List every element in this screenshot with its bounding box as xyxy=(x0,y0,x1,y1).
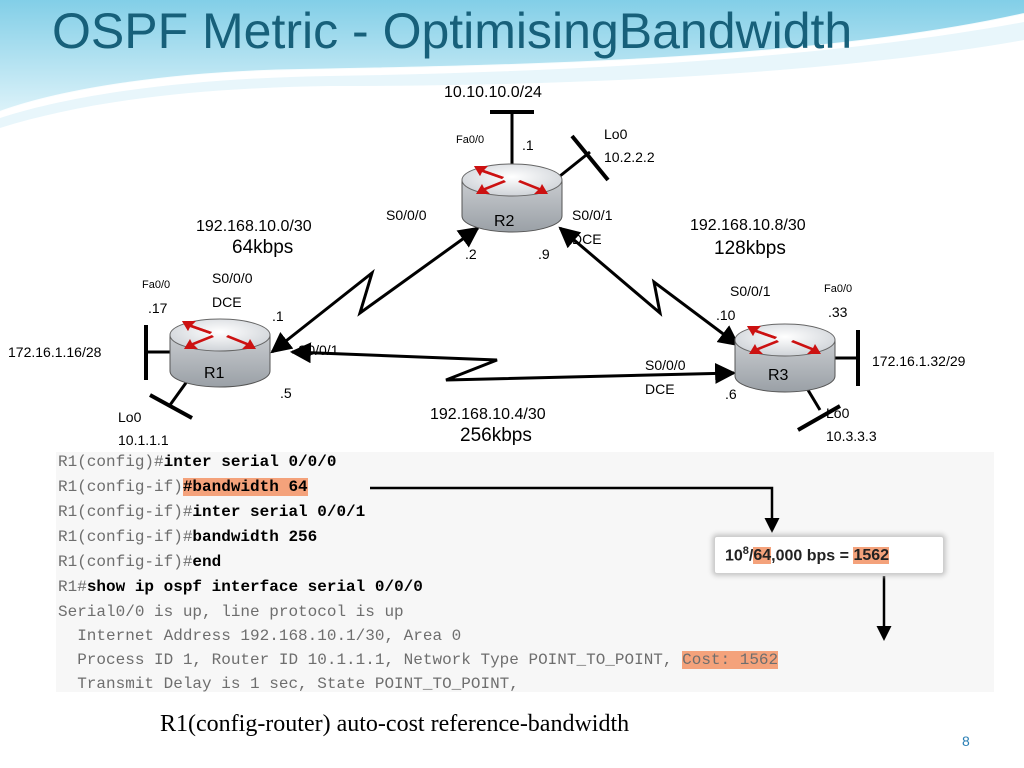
cli-line-2: R1(config-if)#bandwidth 64 xyxy=(58,477,308,497)
calc-slash: / xyxy=(748,547,754,565)
link-r2-r3-network: 192.168.10.8/30 xyxy=(690,217,806,234)
calc-result-highlight: 1562 xyxy=(853,547,890,565)
r1-lo-name: Lo0 xyxy=(118,409,142,425)
r2-s001: S0/0/1 xyxy=(572,207,613,223)
r1-s001: S0/0/1 xyxy=(298,342,339,358)
r1-lan-label: 172.16.1.16/28 xyxy=(8,344,102,360)
cli-line-10: Transmit Delay is 1 sec, State POINT_TO_… xyxy=(58,675,519,693)
r3-dce: DCE xyxy=(645,381,675,397)
link-r2-r3 xyxy=(558,226,740,347)
r1-loopback-stub xyxy=(149,379,193,420)
r1-name: R1 xyxy=(204,365,225,382)
router-r3 xyxy=(734,323,836,393)
header-wave xyxy=(0,0,1024,112)
link-r1-r3-bandwidth: 256kbps xyxy=(460,425,532,446)
r1-lo-ip: 10.1.1.1 xyxy=(118,432,169,448)
link-r1-r2-bandwidth: 64kbps xyxy=(232,237,293,258)
link-r1-r3-network: 192.168.10.4/30 xyxy=(430,406,546,423)
r3-ip-to-r1: .6 xyxy=(725,386,737,402)
calc-base: 10 xyxy=(725,547,743,565)
r3-lo-name: Lo0 xyxy=(826,405,850,421)
cli-line-6: R1#show ip ospf interface serial 0/0/0 xyxy=(58,577,423,597)
cli-command: inter serial 0/0/1 xyxy=(192,503,366,521)
r3-ip-to-r2: .10 xyxy=(716,307,736,323)
r2-name: R2 xyxy=(494,213,515,230)
cli-line-8: Internet Address 192.168.10.1/30, Area 0 xyxy=(58,627,462,645)
r2-ip-to-r3: .9 xyxy=(538,246,550,262)
cli-line-1: R1(config)#inter serial 0/0/0 xyxy=(58,452,336,472)
cli-line-4: R1(config-if)#bandwidth 256 xyxy=(58,527,317,547)
cli-output-text: Process ID 1, Router ID 10.1.1.1, Networ… xyxy=(58,651,683,669)
cli-command: bandwidth 256 xyxy=(192,528,318,546)
cost-calculation-box: 108/64,000 bps = 1562 xyxy=(714,536,944,574)
r2-dce: DCE xyxy=(572,231,602,247)
cli-bandwidth-command-highlight: #bandwidth 64 xyxy=(182,478,308,496)
r3-name: R3 xyxy=(768,367,789,384)
header-wave-light xyxy=(0,22,1024,128)
r2-lan-label: 10.10.10.0/24 xyxy=(444,84,542,101)
page-number: 8 xyxy=(962,733,970,749)
r3-s001: S0/0/1 xyxy=(730,283,771,299)
cli-line-5: R1(config-if)#end xyxy=(58,552,221,572)
cli-command: inter serial 0/0/0 xyxy=(163,453,337,471)
link-r1-r2-network: 192.168.10.0/30 xyxy=(196,218,312,235)
cli-cost-highlight: Cost: 1562 xyxy=(682,651,779,669)
r3-lan-label: 172.16.1.32/29 xyxy=(872,353,966,369)
cli-prompt: R1(config)# xyxy=(58,453,164,471)
r3-fa-ip: .33 xyxy=(828,304,848,320)
r1-ip-to-r2: .1 xyxy=(272,308,284,324)
link-r1-r2 xyxy=(270,226,480,354)
link-r2-r3-bandwidth: 128kbps xyxy=(714,238,786,259)
cost-calculation-formula: 108/64,000 bps = 1562 xyxy=(725,545,890,565)
r3-lo-ip: 10.3.3.3 xyxy=(826,428,877,444)
cli-command: end xyxy=(192,553,222,571)
r3-fa-port: Fa0/0 xyxy=(824,283,852,295)
r2-fa-port: Fa0/0 xyxy=(456,134,484,146)
cli-prompt: R1(config-if)# xyxy=(58,503,193,521)
cli-prompt: R1# xyxy=(58,578,87,596)
cli-prompt: R1(config-if) xyxy=(58,478,183,496)
cli-prompt: R1(config-if)# xyxy=(58,528,193,546)
r1-fa-ip: .17 xyxy=(148,300,168,316)
r1-ip-to-r3: .5 xyxy=(280,385,292,401)
r3-s000: S0/0/0 xyxy=(645,357,686,373)
r3-lan-stub xyxy=(832,330,860,386)
router-r1 xyxy=(169,318,271,388)
r2-ip-to-r1: .2 xyxy=(465,246,477,262)
cli-line-7: Serial0/0 is up, line protocol is up xyxy=(58,603,404,621)
r2-loopback-stub xyxy=(554,134,610,182)
r1-s000: S0/0/0 xyxy=(212,270,253,286)
r2-lan-stub xyxy=(490,110,534,165)
cli-line-9: Process ID 1, Router ID 10.1.1.1, Networ… xyxy=(58,650,779,670)
r2-s000: S0/0/0 xyxy=(386,207,427,223)
r1-lan-stub xyxy=(144,325,172,380)
r1-fa-port: Fa0/0 xyxy=(142,279,170,291)
calc-exponent: 8 xyxy=(742,545,749,557)
cli-command: show ip ospf interface serial 0/0/0 xyxy=(86,578,423,596)
r2-fa-ip: .1 xyxy=(522,137,534,153)
r2-lo-ip: 10.2.2.2 xyxy=(604,149,655,165)
r1-dce: DCE xyxy=(212,294,242,310)
header-wave-line xyxy=(0,13,1024,113)
cli-prompt: R1(config-if)# xyxy=(58,553,193,571)
router-r2 xyxy=(461,163,563,233)
slide-title: OSPF Metric - OptimisingBandwidth xyxy=(52,3,853,59)
calc-bandwidth-rest: ,000 bps = xyxy=(771,547,854,565)
r2-lo-name: Lo0 xyxy=(604,126,628,142)
link-r1-r3 xyxy=(289,342,737,384)
calc-bandwidth-highlight: 64 xyxy=(753,547,772,565)
footer-command: R1(config-router) auto-cost reference-ba… xyxy=(160,711,630,737)
cli-line-3: R1(config-if)#inter serial 0/0/1 xyxy=(58,502,365,522)
